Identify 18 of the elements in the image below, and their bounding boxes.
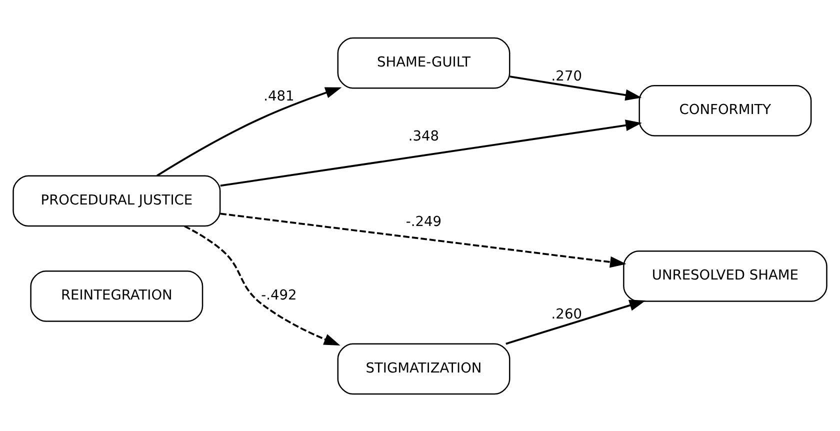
arrow	[220, 119, 642, 186]
node-box: CONFORMITY	[638, 84, 812, 136]
arrow	[220, 212, 626, 268]
node-box: REINTEGRATION	[30, 270, 204, 322]
edge-label: .260	[551, 306, 582, 322]
arrow	[184, 224, 340, 345]
node-box: SHAME-GUILT	[337, 36, 510, 88]
edge-label: .270	[551, 68, 582, 84]
node-box: UNRESOLVED SHAME	[623, 250, 828, 302]
edge-label: -.492	[261, 287, 297, 304]
arrow	[156, 86, 342, 176]
arrow	[510, 75, 642, 100]
edge-label: .481	[264, 88, 294, 104]
arrow	[506, 299, 646, 344]
node-box: PROCEDURAL JUSTICE	[12, 174, 221, 226]
edge-label: -.249	[406, 213, 442, 230]
edge-label: .348	[408, 128, 440, 144]
node-box: STIGMATIZATION	[337, 342, 510, 394]
